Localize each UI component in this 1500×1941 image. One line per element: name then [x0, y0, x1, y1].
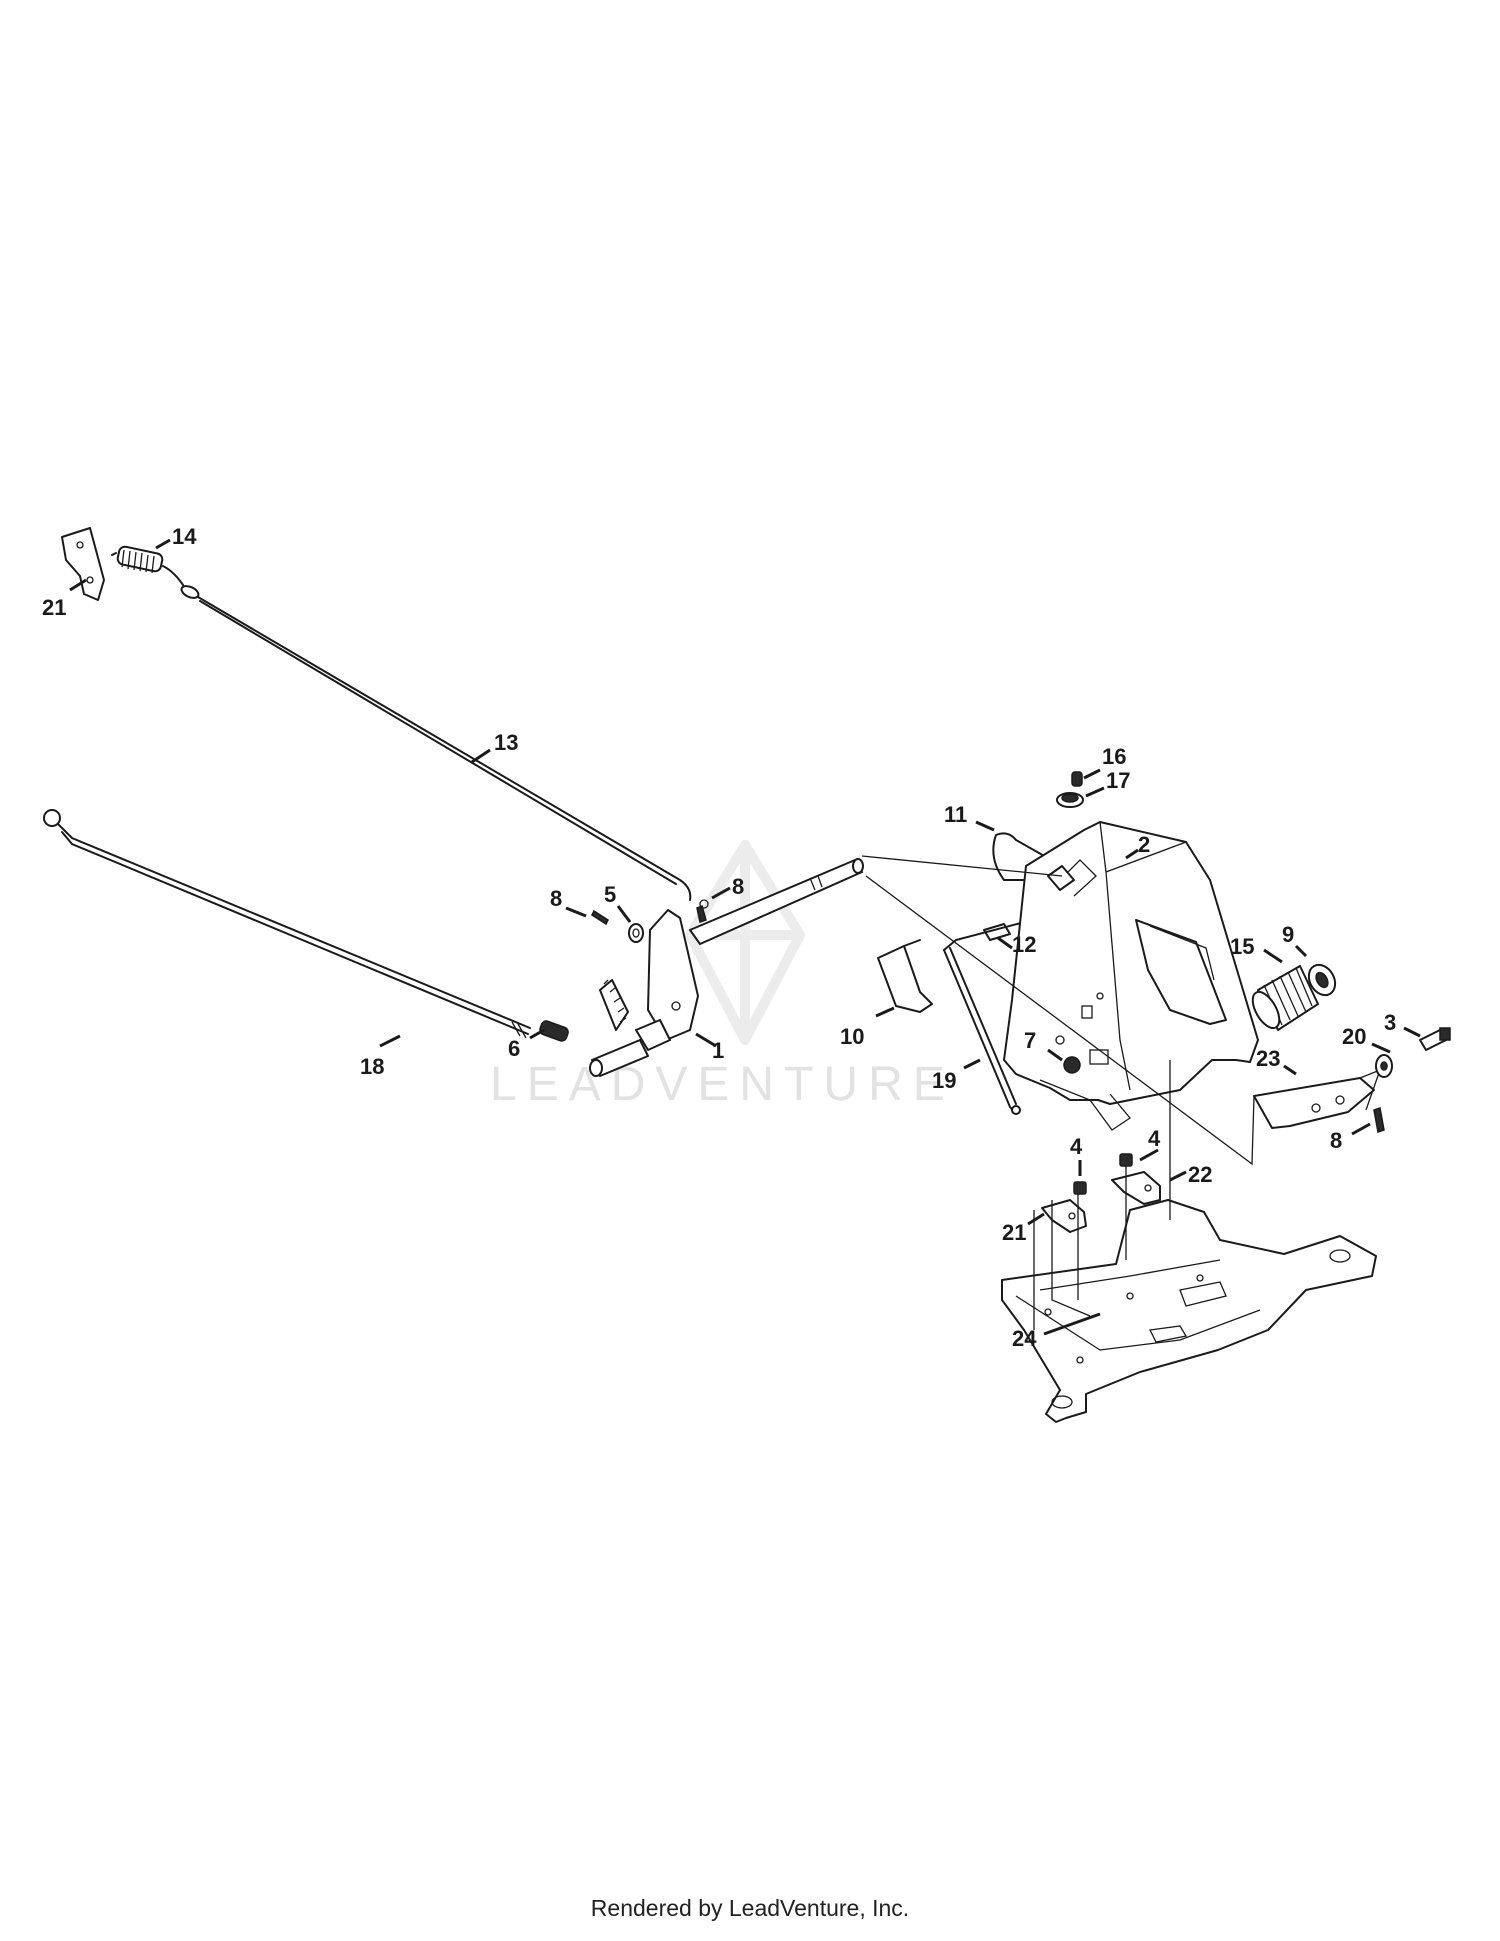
part-1-shaft-assembly[interactable] — [589, 858, 864, 1077]
callout-23[interactable]: 21 — [42, 595, 66, 620]
callout-8-upper[interactable]: 8 — [732, 874, 744, 899]
console-bracket — [1003, 821, 1259, 1131]
part-15-grip[interactable] — [1247, 965, 1319, 1032]
part-20-washer[interactable] — [1375, 1054, 1393, 1078]
part-4-screw-left[interactable] — [1073, 1181, 1087, 1195]
part-23-bracket[interactable] — [61, 527, 105, 601]
assembly-lines — [861, 855, 1255, 1330]
callout-1[interactable]: 1 — [712, 1038, 724, 1063]
part-13-cable[interactable] — [180, 584, 692, 901]
callout-8-right[interactable]: 8 — [1330, 1128, 1342, 1153]
callout-7[interactable]: 7 — [1024, 1028, 1036, 1053]
part-9-cap[interactable] — [1304, 960, 1341, 1000]
part-21-clip-right[interactable] — [1111, 1171, 1161, 1205]
callout-8-left[interactable]: 8 — [550, 886, 562, 911]
part-17-cap[interactable] — [1056, 792, 1084, 808]
part-8-pin-upper[interactable] — [696, 899, 709, 923]
callout-24[interactable]: 24 — [1012, 1326, 1037, 1351]
part-21-clip-left[interactable] — [1041, 1199, 1087, 1233]
footer-credit: Rendered by LeadVenture, Inc. — [590, 1895, 910, 1921]
callout-3[interactable]: 3 — [1384, 1010, 1396, 1035]
part-3-bolt[interactable] — [1419, 1027, 1451, 1051]
callout-2[interactable]: 2 — [1138, 832, 1150, 857]
callout-16[interactable]: 16 — [1102, 744, 1126, 769]
part-8-pin-left[interactable] — [591, 909, 609, 926]
part-10-block[interactable] — [877, 939, 933, 1013]
part-4-screw-right[interactable] — [1119, 1153, 1133, 1167]
callout-12[interactable]: 12 — [1012, 932, 1036, 957]
callout-18[interactable]: 18 — [360, 1054, 384, 1079]
part-22-plate[interactable] — [1253, 1068, 1382, 1129]
part-6-fitting[interactable] — [538, 1020, 569, 1043]
callout-10[interactable]: 10 — [840, 1024, 864, 1049]
callout-22[interactable]: 23 — [1256, 1046, 1280, 1071]
part-14-spring[interactable] — [111, 545, 186, 589]
callout-11[interactable]: 11 — [944, 802, 967, 827]
floor-plate — [1001, 1199, 1377, 1423]
callout-15[interactable]: 15 — [1230, 934, 1254, 959]
callout-20[interactable]: 20 — [1342, 1024, 1366, 1049]
callout-19[interactable]: 19 — [932, 1068, 956, 1093]
watermark-logo — [685, 840, 805, 1045]
part-19-rod[interactable] — [943, 917, 1041, 1115]
callout-4-left[interactable]: 4 — [1070, 1134, 1083, 1159]
callout-9[interactable]: 9 — [1282, 922, 1294, 947]
callout-21-left[interactable]: 21 — [1002, 1220, 1026, 1245]
callout-labels: 21 14 13 18 6 8 5 8 1 10 12 19 11 16 17 … — [42, 524, 1396, 1351]
part-16-screw[interactable] — [1071, 771, 1083, 787]
callout-21-right[interactable]: 22 — [1188, 1162, 1212, 1187]
callout-13[interactable]: 13 — [494, 730, 518, 755]
callout-4-right[interactable]: 4 — [1148, 1126, 1161, 1151]
callout-leaders — [69, 538, 1421, 1336]
watermark-text: LEADVENTURE — [490, 1058, 955, 1111]
callout-17[interactable]: 17 — [1106, 768, 1130, 793]
part-18-rod[interactable] — [43, 809, 531, 1039]
part-8-pin-right[interactable] — [1373, 1107, 1385, 1133]
part-7-nut[interactable] — [1063, 1056, 1081, 1074]
watermark: LEADVENTURE — [490, 840, 955, 1111]
callout-14[interactable]: 14 — [172, 524, 197, 549]
callout-6[interactable]: 6 — [508, 1036, 520, 1061]
part-5-washer[interactable] — [628, 923, 644, 943]
callout-5[interactable]: 5 — [604, 882, 616, 907]
